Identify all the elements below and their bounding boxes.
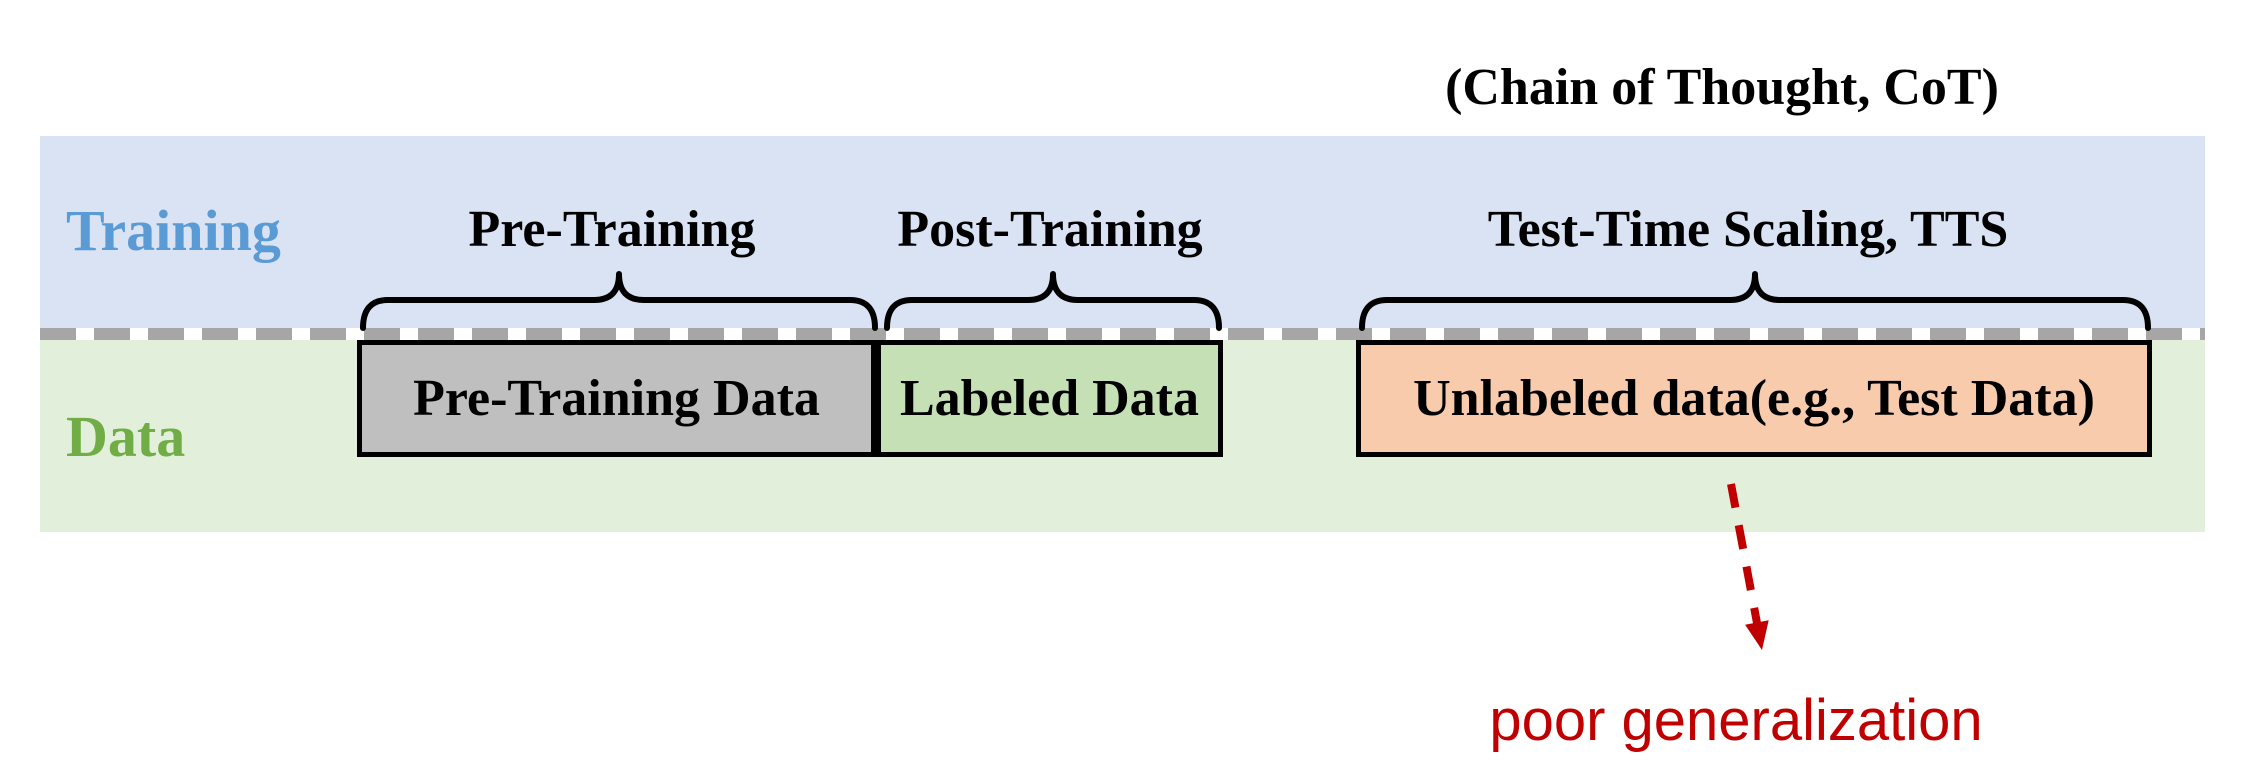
stage-label-pre-training: Pre-Training [468,201,756,258]
training-row-label: Training [66,198,281,263]
pre-training-data-box: Pre-Training Data [357,340,876,457]
brace-pre-training-icon [360,271,878,331]
training-band [40,136,2205,328]
cot-annotation: (Chain of Thought, CoT) [1445,59,1999,116]
labeled-data-box: Labeled Data [876,340,1223,457]
poor-generalization-label: poor generalization [1489,688,1983,753]
poor-generalization-arrow-icon [1727,483,1769,650]
brace-test-time-scaling-icon [1359,271,2151,331]
unlabeled-data-box: Unlabeled data(e.g., Test Data) [1356,340,2152,457]
brace-post-training-icon [884,271,1222,331]
data-row-label: Data [66,404,186,469]
stage-label-test-time-scaling: Test-Time Scaling, TTS [1487,201,2009,258]
stage-label-post-training: Post-Training [897,201,1203,258]
dashed-divider [40,328,2205,340]
